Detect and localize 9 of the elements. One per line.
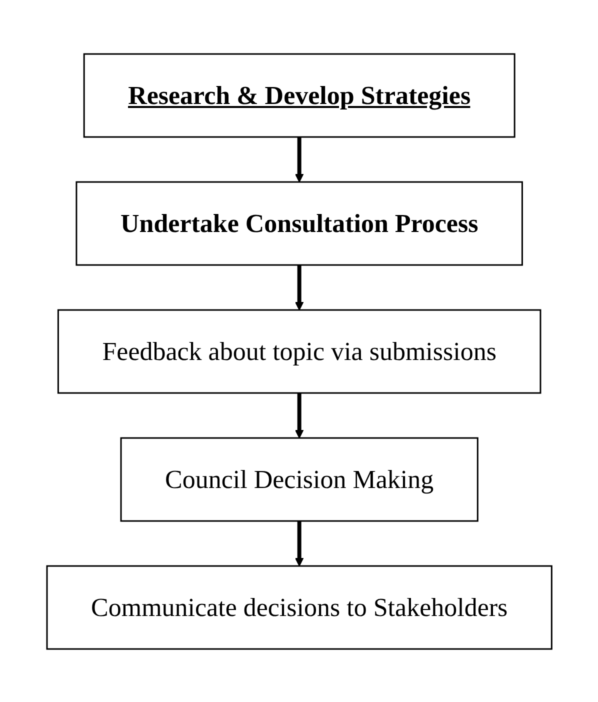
node-box: Communicate decisions to Stakeholders (46, 564, 552, 650)
node-box: Feedback about topic via submissions (57, 308, 541, 394)
node-box: Research & Develop Strategies (83, 52, 515, 138)
arrow (294, 264, 304, 310)
node-box: Undertake Consultation Process (75, 180, 523, 266)
arrow (294, 520, 304, 566)
arrow (294, 392, 304, 438)
arrow (294, 136, 304, 182)
node-box: Council Decision Making (120, 436, 478, 522)
